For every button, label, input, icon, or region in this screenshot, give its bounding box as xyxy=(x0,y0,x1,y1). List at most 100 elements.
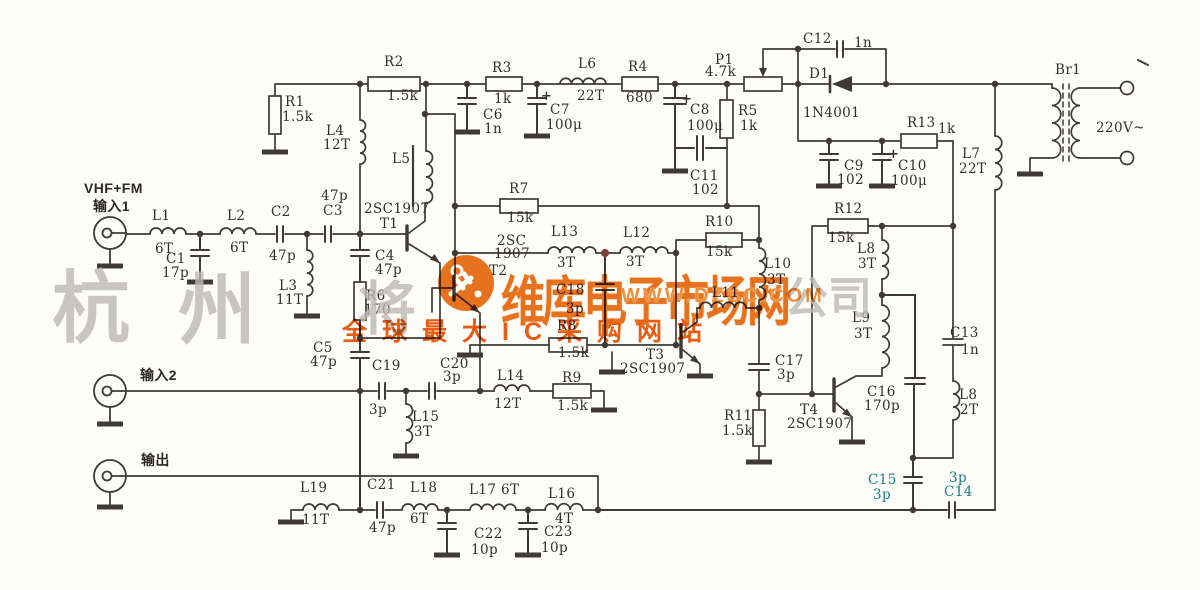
component-label: + xyxy=(541,89,553,104)
component-label: 10p xyxy=(471,542,499,558)
component-label: L3 xyxy=(279,278,298,294)
component-label: 1n xyxy=(854,35,873,51)
component-label: 输出 xyxy=(141,452,170,468)
component-label: C7 xyxy=(550,102,570,118)
component-label: P1 xyxy=(715,52,734,68)
component-label: 3T xyxy=(854,326,873,342)
component-label: L10 xyxy=(764,256,792,272)
component-label: 3T xyxy=(767,272,786,288)
component-label: 1n xyxy=(961,342,980,358)
component-label: C22 xyxy=(474,526,503,542)
component-label: T1 xyxy=(380,216,399,232)
component-label: R3 xyxy=(492,60,512,76)
component-label: C20 xyxy=(440,356,469,372)
component-label: C11 xyxy=(690,168,719,184)
component-label: 3p xyxy=(566,301,585,317)
component-label: 2SC xyxy=(497,233,527,249)
component-label: C8 xyxy=(690,102,710,118)
component-label: 17p xyxy=(162,265,190,281)
component-label: R7 xyxy=(509,181,529,197)
component-label: L8 xyxy=(959,387,978,403)
component-label: 2SC1907 xyxy=(787,416,853,432)
component-label: 3p xyxy=(443,369,462,385)
component-label: R9 xyxy=(562,370,582,386)
component-label: + xyxy=(681,92,693,107)
component-label: 3T xyxy=(414,424,433,440)
component-label: 2SC1907 xyxy=(364,201,430,217)
component-label: R8 xyxy=(557,318,577,334)
component-label: 11T xyxy=(302,512,330,528)
component-label: 15k xyxy=(828,230,855,246)
junction-dots xyxy=(196,45,999,514)
component-label: C18 xyxy=(556,282,585,298)
component-label: 47p xyxy=(269,248,297,264)
component-label: 4T xyxy=(555,511,574,527)
component-label: L2 xyxy=(227,208,246,224)
component-label: C14 xyxy=(944,484,973,500)
component-label: 100μ xyxy=(546,117,583,133)
bnc-connector-input2 xyxy=(93,374,127,424)
bnc-connectors xyxy=(93,216,127,507)
component-label: 47p xyxy=(321,188,349,204)
component-label: 输入1 xyxy=(93,198,130,214)
component-label: L11 xyxy=(712,285,740,301)
ground-symbols xyxy=(97,129,1043,558)
component-label: L16 xyxy=(548,486,576,502)
component-label: C10 xyxy=(898,158,927,174)
component-label: 47p xyxy=(375,262,403,278)
company-watermark-char: 司 xyxy=(828,274,872,323)
component-label: 3p xyxy=(949,470,968,486)
component-label: 6T xyxy=(230,240,249,256)
component-label: C5 xyxy=(313,340,333,356)
component-label: R4 xyxy=(628,59,648,75)
component-label: L19 xyxy=(300,480,328,496)
bnc-connector-input1 xyxy=(93,216,127,266)
component-label: R13 xyxy=(907,115,936,131)
component-label: T3 xyxy=(646,347,665,363)
component-label: L18 xyxy=(410,480,438,496)
company-watermark-char: 公 xyxy=(784,274,828,323)
component-label: L7 xyxy=(962,146,981,162)
component-label: L17 6T xyxy=(469,482,520,498)
component-label: 15k xyxy=(706,244,733,260)
component-label: 47p xyxy=(310,354,338,370)
component-label: C3 xyxy=(323,203,343,219)
component-label: C1 xyxy=(166,251,186,267)
component-label: C2 xyxy=(271,204,291,220)
component-label: C6 xyxy=(483,107,503,123)
component-label: 102 xyxy=(837,172,864,188)
component-label: 10p xyxy=(541,540,569,556)
component-label: R1 xyxy=(285,94,305,110)
component-label: C16 xyxy=(867,384,896,400)
component-label: T4 xyxy=(800,402,819,418)
component-label: 3p xyxy=(777,367,796,383)
component-label: 1k xyxy=(740,118,758,134)
component-label: 1.5k xyxy=(282,109,314,125)
component-label: VHF+FM xyxy=(84,180,143,196)
component-label: 3p xyxy=(873,487,892,503)
component-label: R10 xyxy=(705,214,734,230)
component-label: 22T xyxy=(959,161,987,177)
component-label: R2 xyxy=(384,54,404,70)
component-label: 3T xyxy=(858,256,877,272)
component-label: 170 xyxy=(364,302,391,318)
component-label: T2 xyxy=(489,263,508,279)
component-label: D1 xyxy=(809,66,830,82)
component-label: 47p xyxy=(369,520,397,536)
component-label: C15 xyxy=(868,472,897,488)
component-label: 1.5k xyxy=(558,345,590,361)
component-label: 220V~ xyxy=(1096,120,1145,136)
component-label: C21 xyxy=(367,477,396,493)
component-label: C9 xyxy=(844,158,864,174)
component-label: 170p xyxy=(864,398,901,414)
component-label: L4 xyxy=(326,123,345,139)
component-label: 680 xyxy=(626,90,653,106)
component-label: 2T xyxy=(960,402,979,418)
component-label: C17 xyxy=(775,353,804,369)
component-label: R5 xyxy=(738,103,758,119)
component-label: 12T xyxy=(494,396,522,412)
component-label: 3T xyxy=(557,255,576,271)
component-label: 1N4001 xyxy=(803,105,861,121)
component-label: 6T xyxy=(155,241,174,257)
component-label: 1k xyxy=(938,121,956,137)
